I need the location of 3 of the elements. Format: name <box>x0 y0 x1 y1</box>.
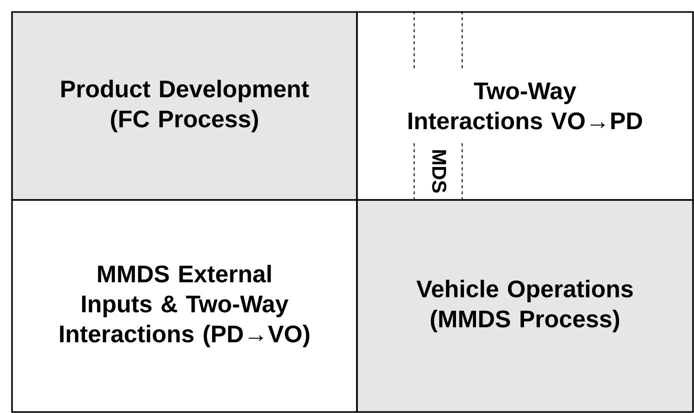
quadrant-cell: Product Development (FC Process) <box>11 11 358 201</box>
quadrant-cell: MMDS External Inputs & Two-Way Interactions (PD→VO) <box>11 199 358 413</box>
quadrant-cell: Vehicle Operations (MMDS Process) <box>356 199 694 413</box>
